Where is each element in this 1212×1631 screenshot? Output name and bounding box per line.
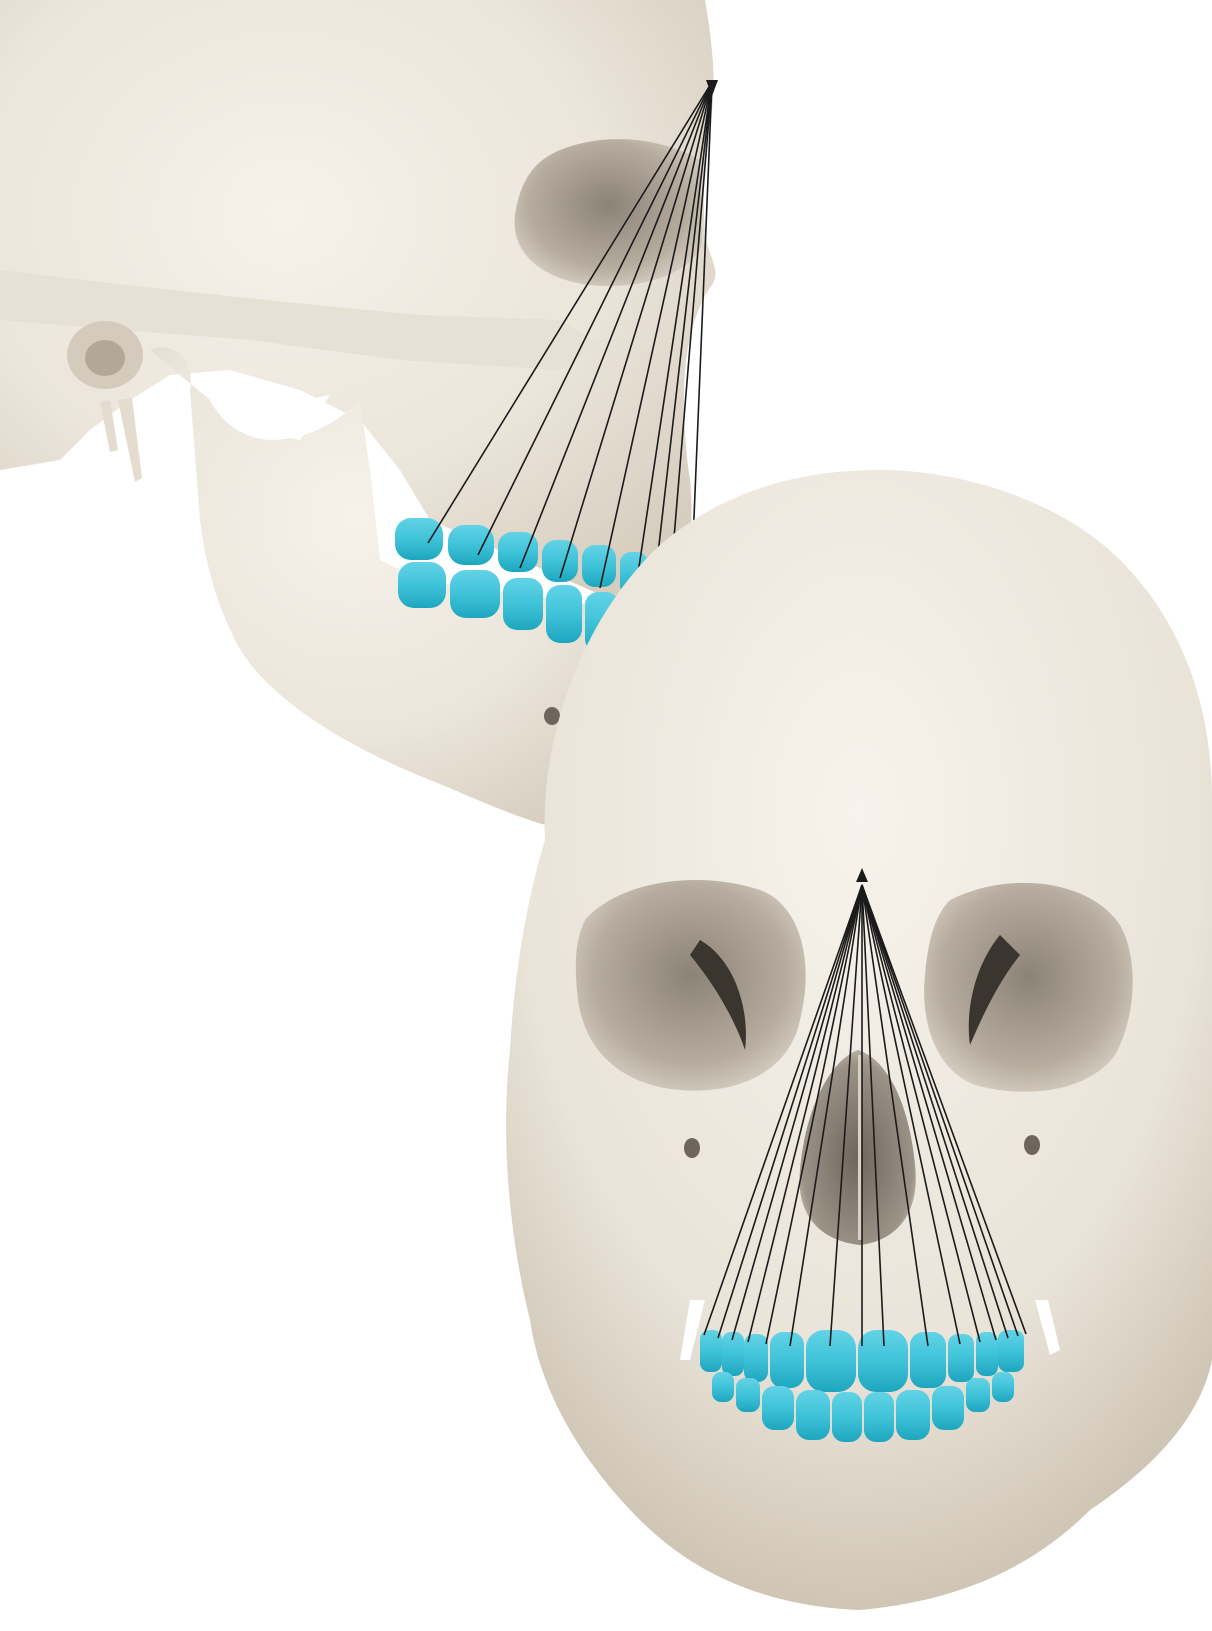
frontal-tooth [998,1330,1024,1372]
left-orbit [576,880,806,1091]
frontal-tooth [770,1332,804,1388]
frontal-tooth [712,1372,734,1402]
frontal-tooth [796,1390,830,1440]
zygomatic-foramen [1024,1135,1040,1155]
mental-foramen [544,707,560,725]
lateral-tooth [582,545,616,587]
lateral-tooth [398,562,446,608]
frontal-tooth [966,1378,990,1412]
right-orbit [924,883,1133,1092]
frontal-tooth [762,1386,794,1430]
lateral-tooth [503,578,543,630]
styloid-process [118,398,142,482]
frontal-tooth [832,1392,862,1442]
lateral-tooth [448,525,494,565]
lateral-tooth [395,518,443,560]
lateral-orbit [515,139,702,286]
frontal-tooth [948,1334,974,1382]
lateral-tooth [450,570,500,618]
frontal-tooth [864,1392,894,1442]
frontal-tooth [736,1378,760,1412]
lateral-tooth [546,585,582,643]
frontal-skull-view [506,470,1212,1610]
frontal-tooth [992,1372,1014,1402]
ear-canal-inner [85,340,125,376]
frontal-tooth [932,1386,964,1430]
zygomatic-foramen [684,1138,700,1158]
frontal-tooth [896,1390,930,1440]
